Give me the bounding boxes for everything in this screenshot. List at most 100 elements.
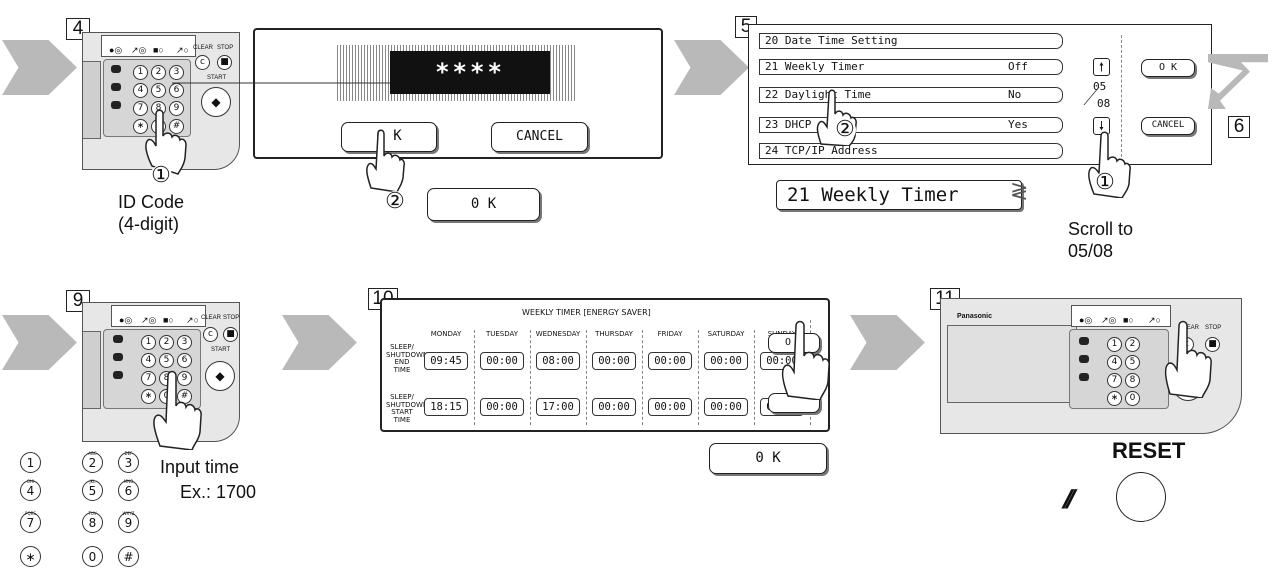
key-8[interactable]: 8 — [1125, 373, 1140, 388]
key-9[interactable]: 9 — [177, 371, 192, 386]
key-3[interactable]: 3 — [169, 65, 184, 80]
indicator-bar — [1071, 305, 1171, 327]
key-5[interactable]: 5 — [159, 353, 174, 368]
caption-scroll: Scroll to 05/08 — [1068, 219, 1134, 261]
ok-callout-button[interactable]: 0 K — [709, 443, 827, 474]
day-header: TUESDAY — [485, 330, 519, 338]
function-icon[interactable]: ■○ — [1123, 315, 1134, 325]
key-hash[interactable]: # — [169, 119, 184, 134]
key-9[interactable]: 9 — [169, 101, 184, 116]
ok-button[interactable]: O K — [1141, 59, 1195, 77]
function-key[interactable] — [113, 371, 123, 379]
list-row[interactable]: 20 Date Time Setting — [759, 33, 1063, 49]
cancel-button[interactable]: CANCEL — [1141, 117, 1195, 135]
function-key[interactable] — [113, 335, 123, 343]
reset-icon[interactable]: ↗○ — [1148, 315, 1161, 325]
reset-icon[interactable]: ↗○ — [176, 45, 189, 55]
function-key[interactable] — [1079, 373, 1089, 381]
key-1[interactable]: 1 — [133, 65, 148, 80]
function-key[interactable] — [1079, 337, 1089, 345]
ok-callout-button[interactable]: 0 K — [427, 188, 540, 221]
start-button[interactable]: ◆ — [205, 361, 235, 391]
pointing-hand-icon — [153, 370, 202, 450]
cancel-button[interactable]: CANCEL — [491, 122, 588, 152]
reset-icon[interactable]: ↗○ — [186, 315, 199, 325]
flow-arrow — [850, 315, 925, 370]
function-icon[interactable]: ■○ — [163, 315, 174, 325]
interrupt-icon[interactable]: ↗◎ — [131, 45, 147, 55]
stop-button[interactable]: ■ — [1205, 337, 1220, 352]
divider — [474, 330, 475, 425]
password-field[interactable]: **** — [390, 51, 550, 94]
key-0[interactable]: 0 — [1125, 391, 1140, 406]
page-indicator-top: 05 — [1093, 80, 1107, 93]
clear-label: CLEAR — [1179, 325, 1200, 331]
divider — [530, 330, 531, 425]
clear-button[interactable]: c — [195, 55, 210, 70]
end-time-field[interactable]: 09:45 — [424, 352, 468, 370]
key-5[interactable]: 5 — [151, 83, 166, 98]
stop-button[interactable]: ■ — [217, 55, 232, 70]
key-hash[interactable]: # — [177, 389, 192, 404]
energy-saver-icon[interactable]: ●◎ — [119, 315, 133, 325]
display-screen — [83, 61, 101, 139]
start-time-field[interactable]: 00:00 — [592, 398, 636, 416]
start-time-field[interactable]: 00:00 — [480, 398, 524, 416]
interrupt-icon[interactable]: ↗◎ — [141, 315, 157, 325]
key-7[interactable]: 7 — [133, 101, 148, 116]
key-4[interactable]: 4 — [141, 353, 156, 368]
start-time-field[interactable]: 00:00 — [648, 398, 692, 416]
reset-button-icon[interactable] — [1116, 472, 1166, 522]
key-4[interactable]: 4 — [1107, 355, 1122, 370]
key-1[interactable]: 1 — [141, 335, 156, 350]
end-time-field[interactable]: 08:00 — [536, 352, 580, 370]
end-time-field[interactable]: 00:00 — [704, 352, 748, 370]
key-star[interactable]: ∗ — [133, 119, 148, 134]
end-time-field[interactable]: 00:00 — [480, 352, 524, 370]
start-button[interactable]: ◆ — [201, 87, 231, 117]
key-5[interactable]: 5 — [1125, 355, 1140, 370]
key-1[interactable]: 1 — [1107, 337, 1122, 352]
caption-input-time: Input time — [160, 457, 240, 477]
indicator-bar — [111, 305, 206, 327]
ref-key: 0 — [82, 546, 103, 567]
end-time-field[interactable]: 00:00 — [760, 352, 804, 370]
end-time-field[interactable]: 00:00 — [648, 352, 692, 370]
scroll-up-button[interactable]: 🠕 — [1093, 58, 1110, 76]
function-key[interactable] — [111, 65, 121, 73]
energy-saver-icon[interactable]: ●◎ — [1079, 315, 1093, 325]
caption-id-code: ID Code (4-digit) — [118, 192, 185, 234]
key-7[interactable]: 7 — [141, 371, 156, 386]
function-key[interactable] — [111, 101, 121, 109]
end-time-field[interactable]: 00:00 — [592, 352, 636, 370]
interrupt-icon[interactable]: ↗◎ — [1101, 315, 1117, 325]
function-icon[interactable]: ■○ — [153, 45, 164, 55]
key-3[interactable]: 3 — [177, 335, 192, 350]
start-time-field[interactable]: 00:00 — [704, 398, 748, 416]
stop-button[interactable]: ■ — [223, 327, 238, 342]
function-key[interactable] — [113, 353, 123, 361]
list-row[interactable]: 24 TCP/IP Address — [759, 143, 1063, 159]
key-star[interactable]: ∗ — [1107, 391, 1122, 406]
display-screen — [947, 325, 1077, 403]
key-7[interactable]: 7 — [1107, 373, 1122, 388]
divider — [586, 330, 587, 425]
function-key[interactable] — [1079, 355, 1089, 363]
flow-arrow — [2, 315, 77, 370]
energy-saver-icon[interactable]: ●◎ — [109, 45, 123, 55]
function-key[interactable] — [111, 83, 121, 91]
ok-button[interactable]: O K — [768, 333, 820, 353]
key-2[interactable]: 2 — [1125, 337, 1140, 352]
key-2[interactable]: 2 — [159, 335, 174, 350]
key-star[interactable]: ∗ — [141, 389, 156, 404]
start-time-field[interactable]: 17:00 — [536, 398, 580, 416]
step-marker-1: ① — [150, 162, 172, 187]
key-4[interactable]: 4 — [133, 83, 148, 98]
key-6[interactable]: 6 — [177, 353, 192, 368]
key-2[interactable]: 2 — [151, 65, 166, 80]
start-time-field[interactable]: 18:15 — [424, 398, 468, 416]
clear-button[interactable]: c — [203, 327, 218, 342]
